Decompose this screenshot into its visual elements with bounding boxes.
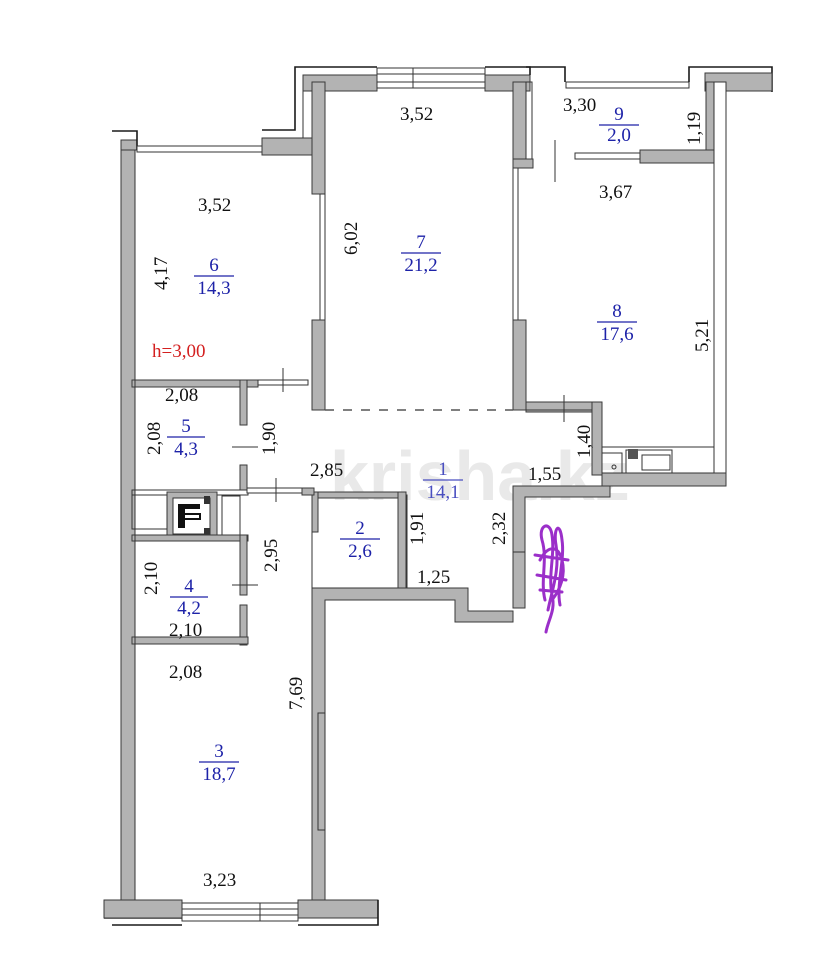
svg-text:8: 8 bbox=[612, 301, 622, 322]
wall-5-right-upper bbox=[239, 379, 248, 426]
room-label-3: 3 18,7 bbox=[199, 741, 239, 785]
room-label-2: 2 2,6 bbox=[340, 518, 380, 562]
dim-8-width: 3,67 bbox=[599, 182, 632, 203]
window-room-7-inner bbox=[376, 81, 486, 89]
wall-1-right bbox=[512, 485, 611, 609]
dim-8-depth: 5,21 bbox=[692, 319, 713, 352]
dim-9-depth: 1,19 bbox=[684, 112, 705, 145]
svg-text:21,2: 21,2 bbox=[404, 255, 437, 276]
room-label-6: 6 14,3 bbox=[194, 255, 234, 299]
window-balcony-9 bbox=[565, 81, 690, 89]
svg-text:17,6: 17,6 bbox=[600, 324, 633, 345]
dim-3-width: 3,23 bbox=[203, 870, 236, 891]
dim-6-width: 3,52 bbox=[198, 195, 231, 216]
dim-hall-niche: 1,25 bbox=[417, 567, 450, 588]
dim-hall-width: 2,85 bbox=[310, 460, 343, 481]
room-labels: 1 14,1 2 2,6 3 18,7 4 4,2 5 4,3 6 14,3 bbox=[167, 104, 639, 785]
dim-hall-kitchen-step: 1,40 bbox=[574, 425, 595, 458]
dim-3-top-width: 2,08 bbox=[169, 662, 202, 683]
window-room-7-outer bbox=[376, 67, 486, 75]
wall-step bbox=[261, 137, 313, 156]
svg-text:2: 2 bbox=[355, 518, 365, 539]
room-label-7: 7 21,2 bbox=[401, 232, 441, 276]
room-label-4: 4 4,2 bbox=[170, 576, 208, 619]
wall-4-bottom bbox=[131, 636, 249, 645]
dim-9-width: 3,30 bbox=[563, 95, 596, 116]
dim-4-depth: 2,10 bbox=[141, 562, 162, 595]
dim-3-depth: 7,69 bbox=[286, 677, 307, 710]
window-balcony-inner bbox=[574, 152, 641, 160]
watermark: krisha.kz bbox=[330, 437, 630, 515]
svg-text:9: 9 bbox=[614, 104, 624, 125]
svg-text:18,7: 18,7 bbox=[202, 764, 235, 785]
wall-balcony-bottom bbox=[639, 149, 715, 164]
wall-8-right bbox=[713, 81, 727, 476]
wall-left bbox=[120, 139, 136, 901]
wall-1-bottom bbox=[311, 587, 514, 901]
wall-7-left-upper bbox=[311, 81, 326, 195]
svg-text:2,6: 2,6 bbox=[348, 541, 372, 562]
svg-text:4,2: 4,2 bbox=[177, 598, 201, 619]
svg-text:14,1: 14,1 bbox=[426, 482, 459, 503]
dim-6-depth: 4,17 bbox=[151, 257, 172, 290]
room-label-9: 9 2,0 bbox=[599, 104, 639, 146]
dim-hall-step-width: 1,55 bbox=[528, 464, 561, 485]
wall-top-6-left bbox=[120, 139, 138, 151]
svg-text:4: 4 bbox=[184, 576, 194, 597]
dim-corridor-upper: 1,90 bbox=[259, 422, 280, 455]
svg-text:7: 7 bbox=[416, 232, 426, 253]
wall-bottom-right bbox=[297, 899, 379, 919]
svg-text:2,0: 2,0 bbox=[607, 125, 631, 146]
outline-step bbox=[262, 66, 377, 131]
wall-5-right-lower bbox=[239, 464, 248, 491]
window-room-3-outer bbox=[181, 914, 299, 922]
dim-7-width: 3,52 bbox=[400, 104, 433, 125]
dim-7-depth: 6,02 bbox=[341, 222, 362, 255]
walls bbox=[103, 66, 773, 926]
svg-text:3: 3 bbox=[214, 741, 224, 762]
svg-text:4,3: 4,3 bbox=[174, 439, 198, 460]
wall-bottom-left bbox=[103, 899, 183, 919]
dim-5-width: 2,08 bbox=[165, 385, 198, 406]
dim-hall-right-depth: 2,32 bbox=[489, 512, 510, 545]
room-label-8: 8 17,6 bbox=[597, 301, 637, 345]
svg-text:6: 6 bbox=[209, 255, 219, 276]
wall-7-8-upper bbox=[512, 81, 527, 169]
dim-hall-depth: 1,91 bbox=[407, 512, 428, 545]
wall-7-8-lower bbox=[512, 319, 527, 411]
svg-text:14,3: 14,3 bbox=[197, 278, 230, 299]
ceiling-height-label: h=3,00 bbox=[152, 341, 205, 362]
window-room-6 bbox=[136, 145, 263, 153]
wall-kitchen-bottom bbox=[601, 472, 727, 487]
dim-5-depth: 2,08 bbox=[144, 422, 165, 455]
ventilation-shaft-icon bbox=[166, 491, 218, 541]
scribble-redaction bbox=[533, 524, 570, 634]
room-label-5: 5 4,3 bbox=[167, 416, 205, 460]
outline-top-left bbox=[112, 130, 138, 150]
window-room-3-inner bbox=[181, 902, 299, 910]
dim-4-width: 2,10 bbox=[169, 620, 202, 641]
stove-icon bbox=[625, 449, 673, 474]
sink-icon bbox=[611, 464, 617, 470]
doorway-corridor bbox=[246, 487, 303, 494]
svg-text:5: 5 bbox=[181, 416, 191, 437]
wall-7-left-lower bbox=[311, 319, 326, 411]
dim-corridor-lower: 2,95 bbox=[261, 539, 282, 572]
room-label-1: 1 14,1 bbox=[423, 459, 463, 503]
svg-text:1: 1 bbox=[438, 459, 448, 480]
dimension-labels: 3,52 4,17 3,52 6,02 3,30 1,19 3,67 5,21 … bbox=[141, 95, 713, 891]
